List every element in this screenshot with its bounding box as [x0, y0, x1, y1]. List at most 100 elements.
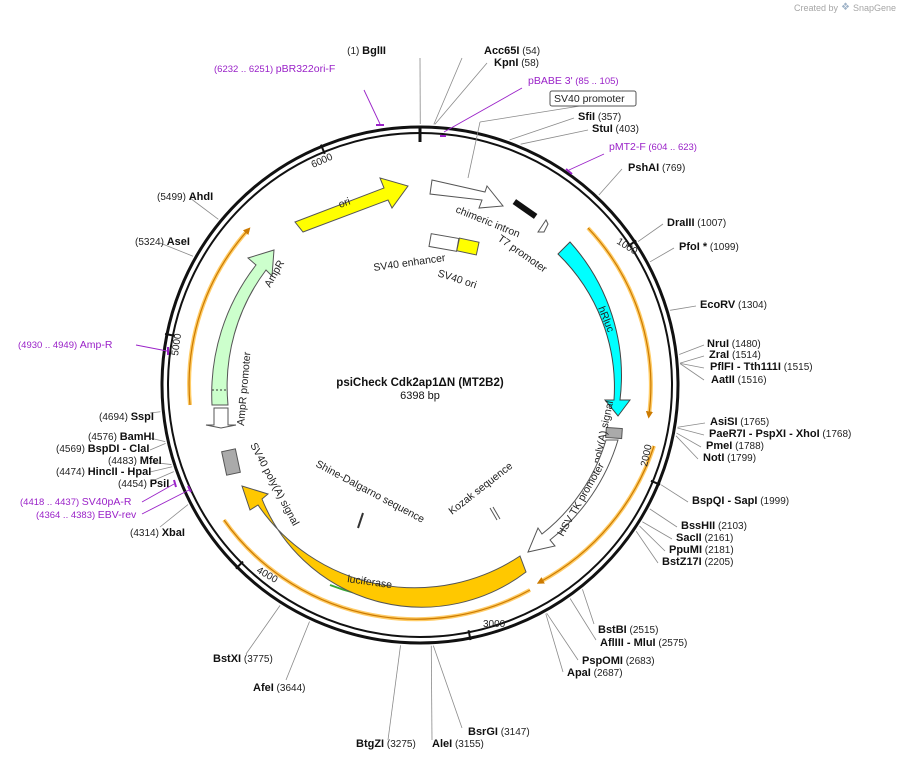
leader-ahdi [189, 197, 219, 220]
leader-btgzi [387, 645, 401, 741]
polya-feature [605, 426, 623, 440]
leader-ppumi [639, 525, 666, 552]
scale-tick-5000 [164, 332, 176, 337]
luc-orf-band [222, 518, 531, 622]
site-mfei: (4483) MfeI [108, 455, 162, 467]
snapgene-credit: Created by ❖ SnapGene [794, 2, 896, 13]
leader-kpni [434, 62, 488, 125]
site-apai: ApaI (2687) [567, 667, 623, 679]
snapgene-logo-icon: ❖ [840, 2, 850, 13]
primer-ebvrev: (4364 .. 4383) EBV-rev [36, 509, 137, 521]
site-afliii: AflIII - MluI (2575) [600, 637, 687, 649]
site-bstbi: BstBI (2515) [598, 624, 658, 636]
site-bspdi: (4569) BspDI - ClaI [56, 443, 149, 455]
shine-dalgarno-label: Shine-Dalgarno sequence [314, 458, 427, 526]
leader-bsrgi [432, 645, 463, 729]
ebv-rev-mark [187, 485, 192, 493]
pmt2-f-mark [565, 168, 573, 175]
leader-bstz17i [635, 530, 659, 564]
scale-tick-4000 [235, 560, 244, 570]
leader-acc65i [433, 57, 463, 125]
leader-bstbi [582, 589, 595, 625]
sv40-ori-label: SV40 ori [436, 267, 478, 291]
site-afei: AfeI (3644) [253, 682, 305, 694]
primer-pbabe3: pBABE 3' (85 .. 105) [528, 75, 619, 87]
primer-marks [167, 124, 573, 493]
site-asisi: AsiSI (1765) [710, 416, 769, 428]
leader-zrai [679, 355, 705, 364]
site-asei: (5324) AseI [135, 236, 190, 248]
site-paer7i: PaeR7I - PspXI - XhoI (1768) [709, 428, 851, 440]
site-bsrgi: BsrGI (3147) [468, 726, 530, 738]
plasmid-name: psiCheck Cdk2ap1ΔN (MT2B2) [336, 377, 504, 389]
site-stui: StuI (403) [592, 123, 639, 135]
primer-sv40par: (4418 .. 4437) SV40pA-R [20, 496, 132, 508]
hrluc-feature [557, 241, 631, 417]
primer-leader-pmt2f [568, 153, 605, 171]
sv40-enhancer-feature [428, 233, 460, 252]
site-hincii: (4474) HincII - HpaI [56, 466, 151, 478]
site-bsshii: BssHII (2103) [681, 520, 747, 532]
credit-prefix: Created by [793, 2, 838, 13]
sv40-promoter-label: SV40 promoter [554, 93, 625, 105]
leader-draiii [637, 223, 664, 242]
neo-orf-line [536, 445, 655, 584]
sv40-promoter-leader [479, 105, 581, 123]
leader-noti [675, 435, 699, 460]
site-sfii: SfiI (357) [578, 111, 621, 123]
sv40-promoter-label-box [549, 90, 637, 107]
leader-bstxi [245, 605, 281, 655]
scale-tick-6000 [320, 144, 326, 155]
leader-bamhi [149, 437, 166, 442]
leader-pspomi [546, 612, 579, 661]
site-sacii: SacII (2161) [676, 532, 733, 544]
site-ahdi: (5499) AhdI [157, 191, 213, 203]
site-aatii: AatII (1516) [711, 374, 767, 386]
ampr-orf-line [188, 227, 251, 406]
chimeric-intron-label: chimeric intron [454, 204, 522, 241]
kozak-feature [489, 506, 501, 521]
site-pmei: PmeI (1788) [706, 440, 764, 452]
ori-label: ori [337, 196, 352, 211]
leader-bspqi [660, 484, 689, 503]
leader-pmei [676, 432, 702, 448]
sv40-ori-feature [456, 237, 480, 256]
site-ecorv: EcoRV (1304) [700, 299, 767, 311]
site-xbai: (4314) XbaI [130, 527, 185, 539]
leader-sspi [149, 411, 161, 414]
hrluc-label: hRluc [595, 305, 616, 334]
site-draiii: DraIII (1007) [667, 217, 726, 229]
site-alei: AleI (3155) [432, 738, 484, 750]
sv40-enhancer-label: SV40 enhancer [373, 252, 447, 274]
sv40-promoter-leader-2 [467, 121, 481, 179]
scale-tick-label: 3000 [483, 619, 506, 630]
site-ppumi: PpuMI (2181) [669, 544, 734, 556]
leader-lines [135, 57, 706, 741]
site-acc65i: Acc65I (54) [484, 45, 540, 57]
site-bstz17i: BstZ17I (2205) [662, 556, 733, 568]
site-btgzi: BtgZI (3275) [356, 738, 416, 750]
shine-dalgarno-feature [357, 512, 364, 529]
leader-bsshii [649, 508, 678, 528]
site-bglii: (1) BglII [347, 45, 386, 57]
kozak-label: Kozak sequence [446, 460, 515, 517]
leader-pflfi [680, 362, 705, 369]
leader-hincii [149, 466, 173, 473]
luc-orf-line [223, 519, 531, 620]
site-bspqi: BspQI - SapI (1999) [692, 495, 789, 507]
leader-paer7i [677, 427, 705, 436]
primer-leader-pbabe3 [443, 87, 523, 133]
primer-leader-ampr [135, 344, 168, 352]
leader-psii [149, 471, 174, 483]
site-pfoi: PfoI * (1099) [679, 241, 739, 253]
leader-asisi [677, 422, 706, 428]
site-pshai: PshAI (769) [628, 162, 685, 174]
primer-ampr: (4930 .. 4949) Amp-R [18, 339, 113, 351]
leader-nrui [679, 344, 705, 355]
site-pflfi: PflFI - Tth111I (1515) [710, 361, 813, 373]
site-sspi: (4694) SspI [99, 411, 154, 423]
site-noti: NotI (1799) [703, 452, 756, 464]
leader-stui [520, 129, 589, 145]
t7-promoter-label: T7 promoter [495, 233, 549, 276]
